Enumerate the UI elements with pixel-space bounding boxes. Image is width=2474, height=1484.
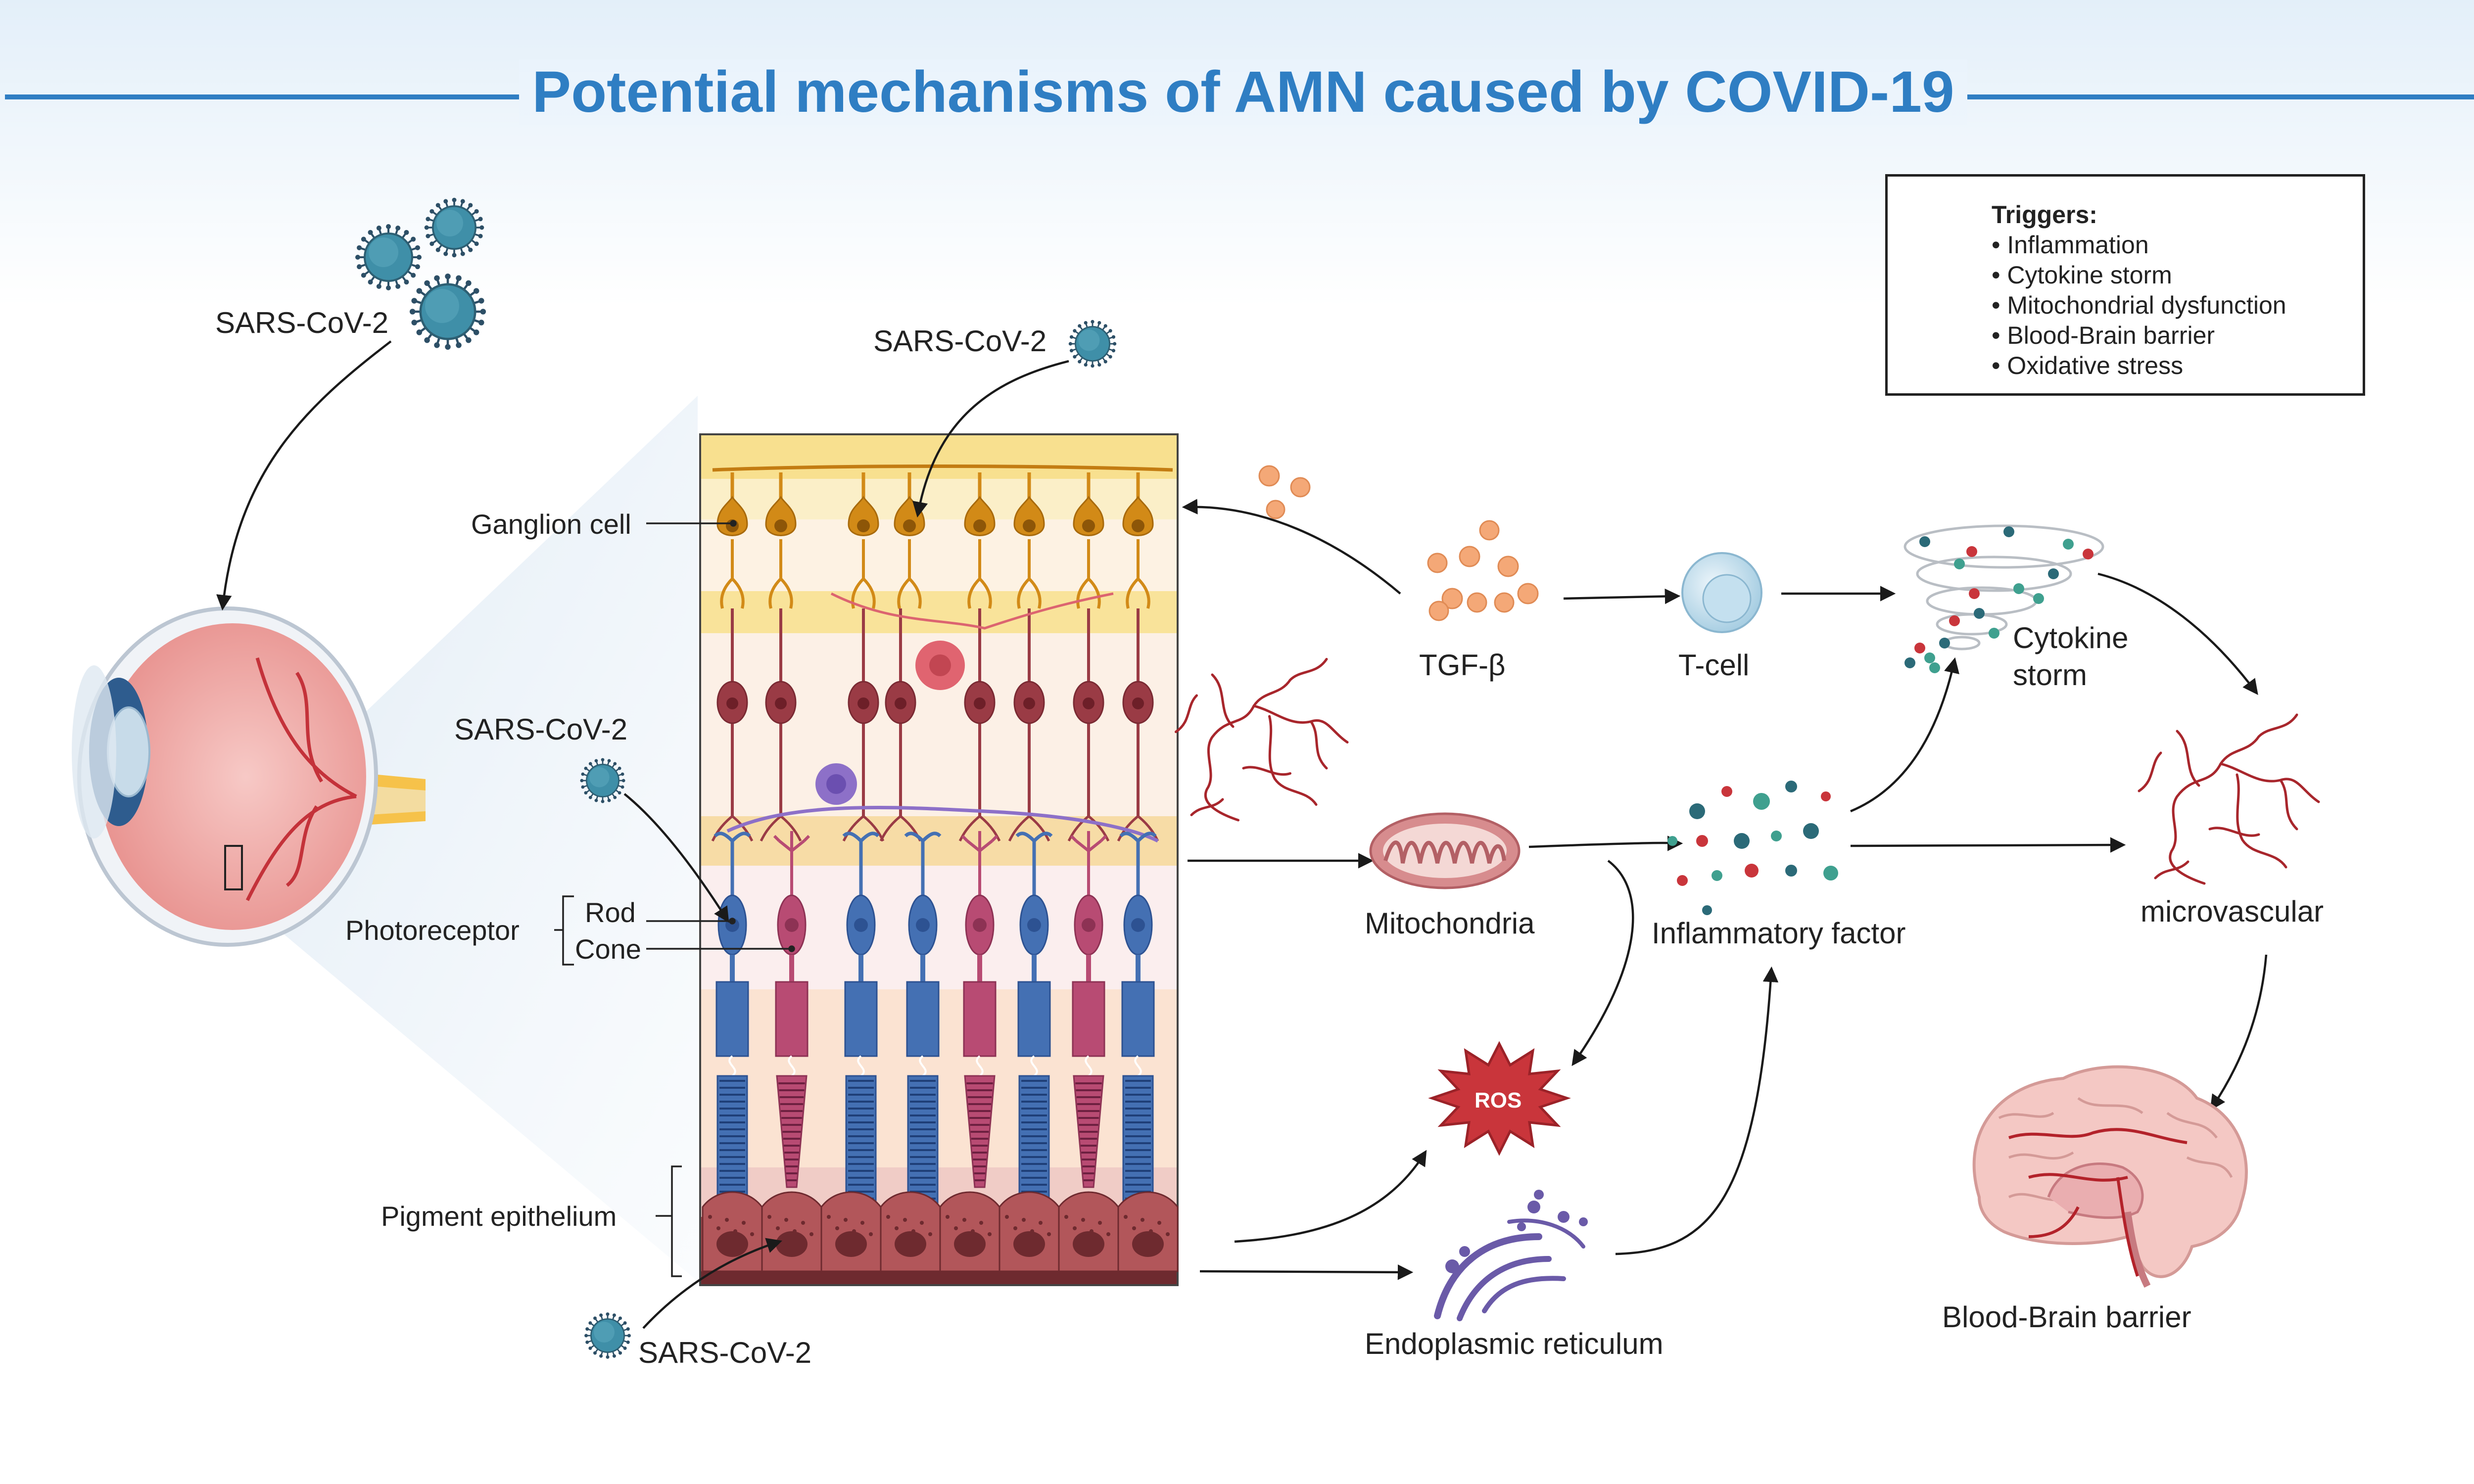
virus-icon	[580, 758, 625, 803]
brain-icon	[1972, 1065, 2248, 1288]
label-cone: Cone	[575, 933, 641, 965]
trigger-item: Mitochondrial dysfunction	[1992, 290, 2286, 321]
label-inflammatory-factor: Inflammatory factor	[1652, 917, 1906, 950]
label-microvascular: microvascular	[2141, 895, 2324, 928]
label-sars-cov-2-retina: SARS-CoV-2	[873, 325, 1047, 358]
t-cell-icon	[1681, 552, 1762, 633]
virus-icon	[409, 273, 486, 350]
ros-star-icon	[1428, 1041, 1571, 1156]
virus-icon	[355, 224, 422, 290]
triggers-heading: Triggers:	[1992, 201, 2097, 229]
label-cytokine-storm-2: storm	[2013, 658, 2087, 692]
label-cytokine-storm-1: Cytokine	[2013, 621, 2129, 654]
label-t-cell: T-cell	[1678, 649, 1750, 682]
label-leaders	[554, 520, 795, 1277]
label-sars-cov-2-mid: SARS-CoV-2	[454, 713, 628, 746]
cytokine-particles	[1904, 526, 2093, 673]
virus-icon	[424, 197, 484, 258]
label-endoplasmic-reticulum: Endoplasmic reticulum	[1365, 1327, 1664, 1360]
label-tgf-beta: TGF-β	[1419, 649, 1506, 682]
virus-icon	[584, 1312, 631, 1359]
label-blood-brain-barrier: Blood-Brain barrier	[1942, 1300, 2191, 1334]
label-mitochondria: Mitochondria	[1365, 907, 1535, 940]
label-sars-cov-2-top: SARS-CoV-2	[215, 306, 389, 339]
page-title: Potential mechanisms of AMN caused by CO…	[0, 58, 2474, 126]
pathway-arrows	[216, 340, 2268, 1329]
label-sars-cov-2-bottom: SARS-CoV-2	[638, 1336, 812, 1369]
label-photoreceptor: Photoreceptor	[345, 915, 520, 946]
triggers-box: Triggers: Inflammation Cytokine storm Mi…	[1885, 174, 2365, 396]
trigger-item: Inflammation	[1992, 230, 2286, 260]
label-rod: Rod	[585, 897, 636, 928]
eye-illustration	[72, 606, 426, 947]
virus-cluster-top-left	[355, 197, 486, 350]
zoom-cone	[230, 396, 698, 1281]
virus-icon	[1068, 320, 1117, 368]
mitochondria-icon	[1369, 812, 1521, 889]
trigger-item: Cytokine storm	[1992, 260, 2286, 290]
retina-cross-section	[699, 433, 1179, 1286]
label-ganglion-cell: Ganglion cell	[471, 509, 631, 540]
trigger-item: Oxidative stress	[1992, 351, 2286, 381]
endoplasmic-reticulum-icon	[1434, 1190, 1588, 1321]
label-ros: ROS	[1475, 1088, 1522, 1113]
trigger-item: Blood-Brain barrier	[1992, 321, 2286, 351]
label-pigment-epithelium: Pigment epithelium	[381, 1201, 617, 1232]
microvascular-network-icons	[1175, 658, 2320, 885]
triggers-list: Inflammation Cytokine storm Mitochondria…	[1992, 230, 2286, 381]
tgf-beta-molecules	[1258, 465, 1539, 621]
inflammatory-factor-particles	[1667, 781, 1838, 915]
